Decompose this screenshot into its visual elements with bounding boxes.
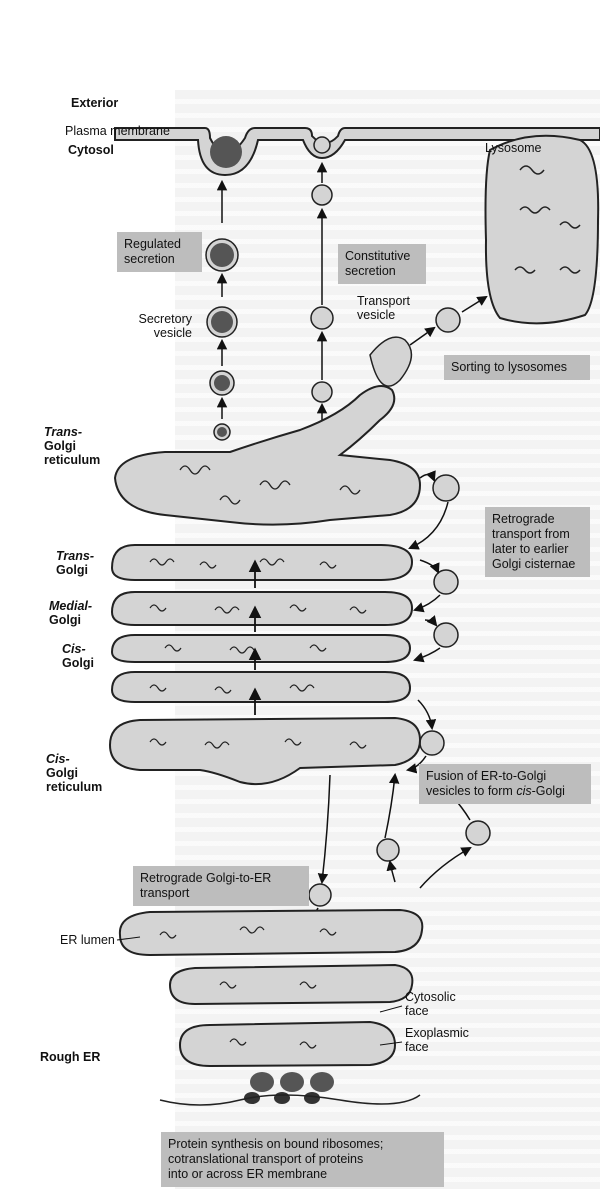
cytosolic-face-label: Cytosolic face <box>405 990 456 1018</box>
medial-golgi-label: Medial- Golgi <box>49 599 92 627</box>
ribosomes <box>160 1072 420 1105</box>
lysosome <box>486 136 599 324</box>
trans-golgi-reticulum-label: Trans- Golgi reticulum <box>44 425 100 467</box>
trans-golgi-reticulum <box>115 386 420 525</box>
protein-synthesis-box: Protein synthesis on bound ribosomes; co… <box>161 1132 444 1187</box>
rough-er-label: Rough ER <box>40 1050 100 1064</box>
plasma-membrane-label: Plasma membrane <box>65 124 170 138</box>
fusion-er-to-golgi-box: Fusion of ER-to-Golgi vesicles to form c… <box>419 764 591 804</box>
lysosome-label: Lysosome <box>485 141 542 155</box>
transport-vesicle-label: Transport vesicle <box>357 294 410 322</box>
regulated-secretion-box: Regulated secretion <box>117 232 202 272</box>
retrograde-golgi-to-er-box: Retrograde Golgi-to-ER transport <box>133 866 309 906</box>
cis-golgi-reticulum-label: Cis- Golgi reticulum <box>46 752 102 794</box>
secretory-vesicle-label: Secretory vesicle <box>100 312 192 340</box>
golgi-stack <box>112 545 412 715</box>
exocytosing-granule <box>210 136 242 168</box>
cytosol-label: Cytosol <box>68 143 114 157</box>
sorting-to-lysosomes-box: Sorting to lysosomes <box>444 355 590 380</box>
regulated-secretion-column <box>206 182 238 440</box>
fusing-transport-vesicle <box>314 137 330 153</box>
rough-er <box>117 910 422 1105</box>
constitutive-secretion-column <box>311 164 333 425</box>
er-lumen-label: ER lumen <box>60 933 115 947</box>
cis-golgi-label: Cis- Golgi <box>62 642 94 670</box>
constitutive-secretion-box: Constitutive secretion <box>338 244 426 284</box>
exoplasmic-face-label: Exoplasmic face <box>405 1026 469 1054</box>
exterior-label: Exterior <box>71 96 118 110</box>
retrograde-transport-box: Retrograde transport from later to earli… <box>485 507 590 577</box>
trans-golgi-label: Trans- Golgi <box>56 549 94 577</box>
